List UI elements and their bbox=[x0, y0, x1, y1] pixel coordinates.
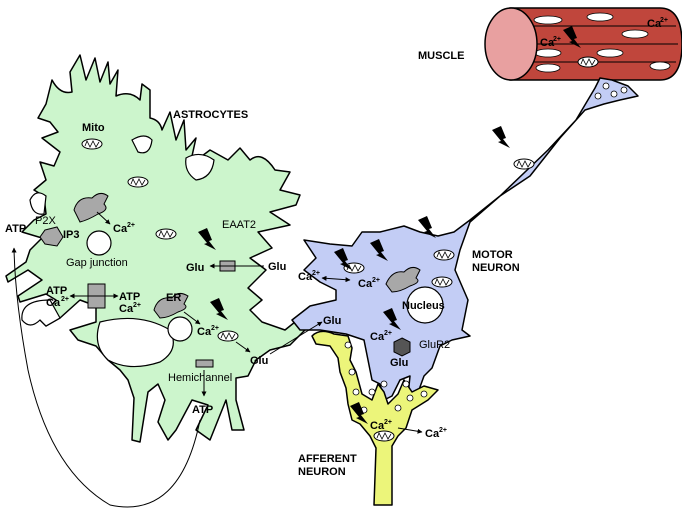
atp-right-label: ATP bbox=[119, 291, 140, 303]
ca-afferent-label: Ca bbox=[370, 420, 385, 432]
ca-afferent-out-label: Ca bbox=[425, 428, 440, 440]
svg-text:2+: 2+ bbox=[211, 325, 219, 332]
ca-right-label: Ca bbox=[119, 303, 134, 315]
ca-er-label: Ca bbox=[197, 326, 212, 338]
svg-text:2+: 2+ bbox=[312, 270, 320, 277]
svg-text:2+: 2+ bbox=[384, 419, 392, 426]
glu-release-label: Glu bbox=[250, 355, 268, 367]
muscle-fiber bbox=[484, 7, 682, 81]
p2x-label: P2X bbox=[35, 215, 56, 227]
atp-hemichannel-label: ATP bbox=[192, 404, 213, 416]
mitochondrion-icon bbox=[155, 228, 177, 240]
mitochondrion-icon bbox=[217, 330, 239, 342]
ca-label-ip3: Ca bbox=[113, 223, 128, 235]
ca-glur2-label: Ca bbox=[370, 331, 385, 343]
nucleus-label: Nucleus bbox=[402, 300, 445, 312]
ca-left-label: Ca bbox=[46, 297, 61, 309]
muscle-label: MUSCLE bbox=[418, 50, 464, 62]
svg-text:2+: 2+ bbox=[127, 222, 135, 229]
atp-left-label: ATP bbox=[46, 285, 67, 297]
mitochondrion-icon bbox=[81, 138, 103, 150]
motor-neuron-label-1: MOTOR bbox=[472, 249, 513, 261]
svg-text:2+: 2+ bbox=[660, 17, 668, 24]
svg-text:2+: 2+ bbox=[553, 36, 561, 43]
eaat2-label: EAAT2 bbox=[222, 219, 256, 231]
p2x-receptor-icon bbox=[39, 226, 64, 247]
afferent-neuron-cell bbox=[311, 330, 439, 506]
nucleus bbox=[406, 286, 444, 324]
mitochondrion-icon bbox=[373, 430, 395, 442]
glur2-receptor-icon bbox=[393, 337, 411, 357]
mitochondrion-icon bbox=[127, 176, 149, 188]
glur2-label: GluR2 bbox=[419, 339, 450, 351]
afferent-neuron-label-1: AFFERENT bbox=[298, 453, 357, 465]
hemichannel-icon bbox=[195, 359, 214, 368]
glu-astro-out-label: Glu bbox=[268, 261, 286, 273]
svg-text:2+: 2+ bbox=[372, 277, 380, 284]
gap-junction-label: Gap junction bbox=[66, 257, 128, 269]
motor-neuron-cell bbox=[291, 77, 639, 401]
svg-text:2+: 2+ bbox=[439, 427, 447, 434]
svg-text:2+: 2+ bbox=[133, 302, 141, 309]
muscle-ca-label-2: Ca bbox=[647, 18, 662, 30]
mito-label: Mito bbox=[82, 122, 105, 134]
astrocytes-label: ASTROCYTES bbox=[173, 109, 248, 121]
svg-text:2+: 2+ bbox=[384, 330, 392, 337]
er-label: ER bbox=[166, 292, 181, 304]
mitochondrion-icon bbox=[513, 158, 535, 170]
mitochondrion-icon bbox=[433, 249, 455, 261]
motor-neuron-label-2: NEURON bbox=[472, 262, 520, 274]
ip3-label: IP3 bbox=[63, 229, 80, 241]
atp-loop-arrow bbox=[11, 247, 201, 508]
glu-to-neuron-label: Glu bbox=[323, 315, 341, 327]
atp-released-label: ATP bbox=[5, 223, 26, 235]
mitochondrion-icon bbox=[577, 56, 599, 68]
afferent-neuron-label-2: NEURON bbox=[298, 466, 346, 478]
lightning-icon bbox=[492, 126, 510, 148]
ca-motor-center-label: Ca bbox=[358, 278, 373, 290]
svg-text:2+: 2+ bbox=[61, 296, 69, 303]
glu-glur2-label: Glu bbox=[390, 357, 408, 369]
muscle-ca-label: Ca bbox=[540, 37, 555, 49]
astrocyte-cell bbox=[5, 54, 306, 443]
glu-astro-in-label: Glu bbox=[186, 262, 204, 274]
ca-motor-left-label: Ca bbox=[298, 271, 313, 283]
mitochondrion-icon bbox=[431, 276, 453, 288]
hemichannel-label: Hemichannel bbox=[168, 372, 232, 384]
